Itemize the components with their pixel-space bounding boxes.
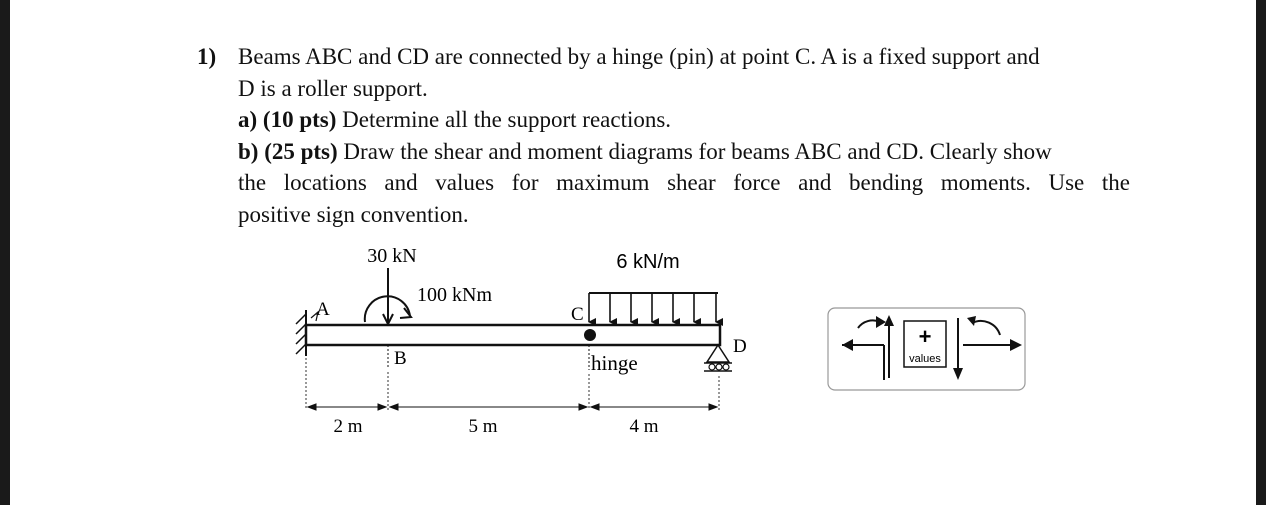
label-d: D bbox=[733, 336, 747, 357]
label-b: B bbox=[394, 348, 407, 369]
part-b-text-3: positive sign convention. bbox=[238, 201, 469, 227]
label-a: A bbox=[316, 299, 330, 320]
part-b-text-2: the locations and values for maximum she… bbox=[238, 170, 1130, 195]
dimension-lines bbox=[305, 358, 720, 410]
values-box bbox=[903, 320, 947, 368]
part-b: b) (25 pts) Draw the shear and moment di… bbox=[238, 136, 1130, 168]
moment-arrow-right-icon bbox=[971, 319, 1001, 336]
question-line-2: D is a roller support. bbox=[238, 75, 428, 101]
hinge-pin bbox=[584, 329, 596, 341]
part-b-label: b) (25 pts) bbox=[238, 138, 338, 164]
part-a-label: a) (10 pts) bbox=[238, 107, 337, 132]
sign-convention-box: + values bbox=[827, 307, 1026, 391]
part-b-text-1: Draw the shear and moment diagrams for b… bbox=[343, 138, 1052, 164]
hinge-label: hinge bbox=[591, 351, 638, 375]
roller-support-d bbox=[704, 343, 732, 372]
screen-edge-left bbox=[0, 0, 10, 505]
plus-sign: + bbox=[919, 324, 932, 349]
distributed-load-label: 6 kN/m bbox=[616, 251, 679, 273]
moment-label: 100 kNm bbox=[417, 284, 492, 306]
point-load-arrow bbox=[382, 268, 394, 327]
screen-edge-right bbox=[1256, 0, 1266, 505]
distributed-load bbox=[588, 292, 723, 326]
dimension-arrows bbox=[306, 403, 719, 411]
question-number: 1) bbox=[197, 44, 217, 69]
values-label: values bbox=[909, 353, 941, 365]
beam-diagram: 30 kN 100 kNm 6 kN/m A B C D hinge bbox=[295, 245, 1026, 437]
point-load-label: 30 kN bbox=[367, 245, 416, 267]
dimension-ab: 2 m bbox=[333, 416, 362, 437]
shear-arrow-right-icon bbox=[953, 368, 963, 380]
part-a: a) (10 pts) Determine all the support re… bbox=[238, 104, 1130, 136]
dimension-bc: 5 m bbox=[468, 416, 497, 437]
question-line-1: Beams ABC and CD are connected by a hing… bbox=[238, 44, 1040, 69]
part-a-text: Determine all the support reactions. bbox=[342, 107, 672, 132]
dimension-cd: 4 m bbox=[629, 416, 658, 437]
beam bbox=[304, 323, 722, 368]
label-c: C bbox=[571, 304, 584, 325]
moment-arrow bbox=[363, 295, 413, 323]
